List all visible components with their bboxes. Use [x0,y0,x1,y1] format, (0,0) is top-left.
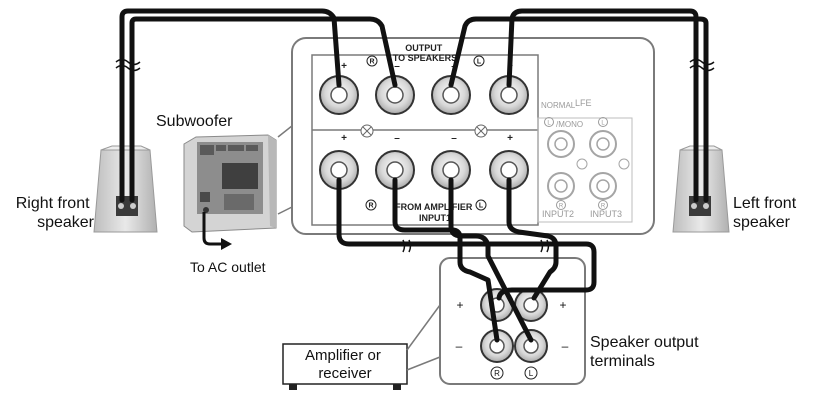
mono-label: /MONO [556,120,583,129]
cable-break-icon [546,239,550,253]
cable-break-icon [408,239,412,253]
r-mark-icon: R [598,200,608,210]
svg-text:L: L [479,203,484,210]
output-title: OUTPUT TO SPEAKERS [393,43,457,63]
amp-terminal [480,329,514,363]
amp-terminal [514,329,548,363]
cable [448,177,534,343]
speaker-output-terminal-box [439,257,586,385]
r-mark-icon: R [366,55,378,67]
svg-text:R: R [368,203,373,210]
svg-text:R: R [559,204,564,210]
cable [119,8,342,203]
svg-text:R: R [494,369,500,378]
ac-cord [202,212,221,246]
callout-line [406,356,441,371]
l-mark-icon: L [475,199,487,211]
rca-jack [589,172,617,200]
l-mark-icon: L [524,366,538,380]
minus-mark: – [562,339,569,353]
right-front-speaker [93,145,158,233]
cable-break-icon [689,58,715,66]
rca-jack [547,172,575,200]
input2-label: INPUT2 [542,209,574,219]
cable [129,16,398,203]
l-mark-icon: L [473,55,485,67]
cable-break-icon [115,58,141,66]
rca-jack [589,130,617,158]
cable [506,177,559,301]
right-front-speaker-label: Right front speaker [16,195,95,231]
svg-text:L: L [601,121,605,127]
plus-mark: + [341,61,347,72]
normal-label: NORMAL [541,101,576,110]
cable [392,177,500,343]
r-mark-icon: R [556,200,566,210]
minus-mark: – [451,133,457,144]
speaker-output-terminals-label: Speaker output terminals [590,334,703,370]
lfe-label: LFE [575,98,592,108]
ac-outlet-label: To AC outlet [190,259,266,275]
cable-break-icon [402,239,406,253]
cable-break-marks [115,58,715,253]
screw-icon [474,124,488,138]
input-terminal [489,150,529,190]
svg-text:L: L [529,369,534,378]
minus-mark: – [456,339,463,353]
screw-icon [618,158,630,170]
subwoofer-label: Subwoofer [156,113,233,130]
rca-jack [547,130,575,158]
r-mark-icon: R [365,199,377,211]
amplifier-label: Amplifier or receiver [305,347,385,382]
input-title: FROM AMPLIFIER INPUT1 [395,202,475,223]
output-terminal [489,75,529,115]
cable-break-icon [115,64,141,72]
cable [506,8,699,203]
arrow-right-icon [221,238,232,250]
l-mark-icon: L [598,117,608,127]
minus-mark: – [394,133,400,144]
minus-mark: – [394,61,400,72]
plus-mark: + [559,298,566,312]
left-front-speaker [672,145,730,233]
left-front-speaker-label: Left front speaker [733,195,801,231]
speaker-cables [119,8,709,343]
plus-mark: + [456,298,463,312]
amplifier-box [282,343,408,390]
screw-icon [576,158,588,170]
callout-line [406,304,441,351]
cable-break-icon [540,239,544,253]
svg-text:L: L [477,59,482,66]
r-mark-icon: R [490,366,504,380]
input3-label: INPUT3 [590,209,622,219]
plus-mark: + [341,133,347,144]
plus-mark: + [507,133,513,144]
cable [448,16,709,203]
svg-text:R: R [601,204,606,210]
subwoofer [183,134,277,233]
cable-break-icon [689,64,715,72]
svg-text:L: L [547,121,551,127]
screw-icon [360,124,374,138]
input-terminal [375,150,415,190]
svg-text:R: R [369,59,374,66]
l-mark-icon: L [544,117,554,127]
